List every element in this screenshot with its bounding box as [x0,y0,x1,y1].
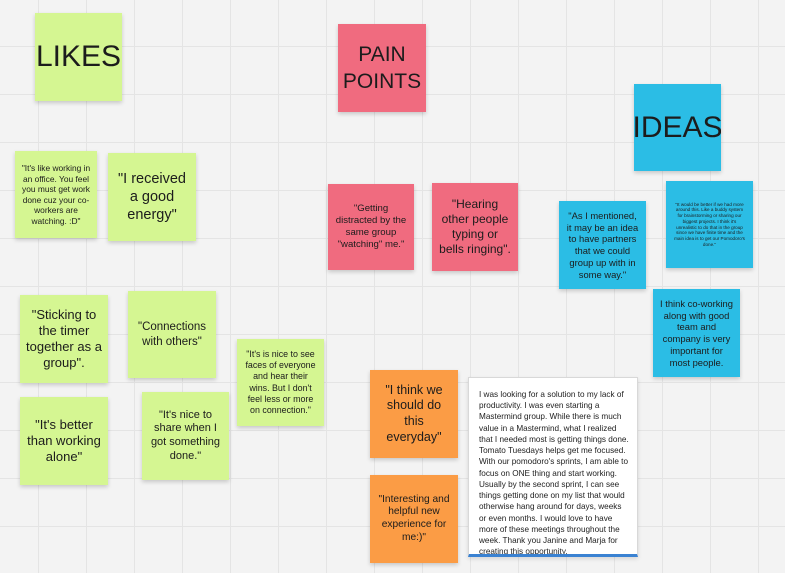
orange-note-interesting[interactable]: "Interesting and helpful new experience … [370,475,458,563]
likes-header-label: LIKES [35,40,122,73]
note-text: "Getting distracted by the same group "w… [335,203,407,250]
note-text: "Connections with others" [137,321,206,348]
ideas-note-partners[interactable]: "As I mentioned, it may be an idea to ha… [559,201,646,289]
ideas-note-coworking[interactable]: I think co-working along with good team … [653,289,740,377]
ideas-note-buddy-system[interactable]: "It would be better if we had more aroun… [666,181,753,268]
pain-note-typing[interactable]: "Hearing other people typing or bells ri… [432,183,518,271]
note-text: "Interesting and helpful new experience … [378,493,450,543]
orange-note-everyday[interactable]: "I think we should do this everyday" [370,370,458,458]
likes-note-connections[interactable]: "Connections with others" [128,291,216,378]
ideas-header-note[interactable]: IDEAS [634,84,721,171]
note-text: "Sticking to the timer together as a gro… [26,306,102,371]
ideas-header-label: IDEAS [634,110,721,144]
note-text: "It's better than working alone" [27,416,101,465]
likes-header-note[interactable]: LIKES [35,13,122,101]
note-text: "It's is nice to see faces of everyone a… [245,349,316,415]
pain-points-header-note[interactable]: PAIN POINTS [338,24,426,112]
likes-note-faces[interactable]: "It's is nice to see faces of everyone a… [237,339,324,426]
note-text: "It's nice to share when I got something… [150,408,221,462]
note-text: "I received a good energy" [117,170,186,224]
note-text: "I think we should do this everyday" [385,382,443,444]
pain-note-distracted[interactable]: "Getting distracted by the same group "w… [328,184,414,270]
card-text: I was looking for a solution to my lack … [479,390,629,557]
likes-note-office[interactable]: "It's like working in an office. You fee… [15,151,97,238]
likes-note-energy[interactable]: "I received a good energy" [108,153,196,241]
likes-note-share[interactable]: "It's nice to share when I got something… [142,392,229,480]
likes-note-timer[interactable]: "Sticking to the timer together as a gro… [20,295,108,383]
note-text: "Hearing other people typing or bells ri… [439,197,511,256]
pain-points-header-label: PAIN POINTS [342,42,422,93]
likes-note-better-than-alone[interactable]: "It's better than working alone" [20,397,108,485]
note-text: "It would be better if we had more aroun… [674,201,745,247]
note-text: "It's like working in an office. You fee… [21,163,91,226]
note-text: I think co-working along with good team … [660,297,733,368]
testimonial-text-card[interactable]: I was looking for a solution to my lack … [468,377,638,557]
note-text: "As I mentioned, it may be an idea to ha… [566,209,639,280]
